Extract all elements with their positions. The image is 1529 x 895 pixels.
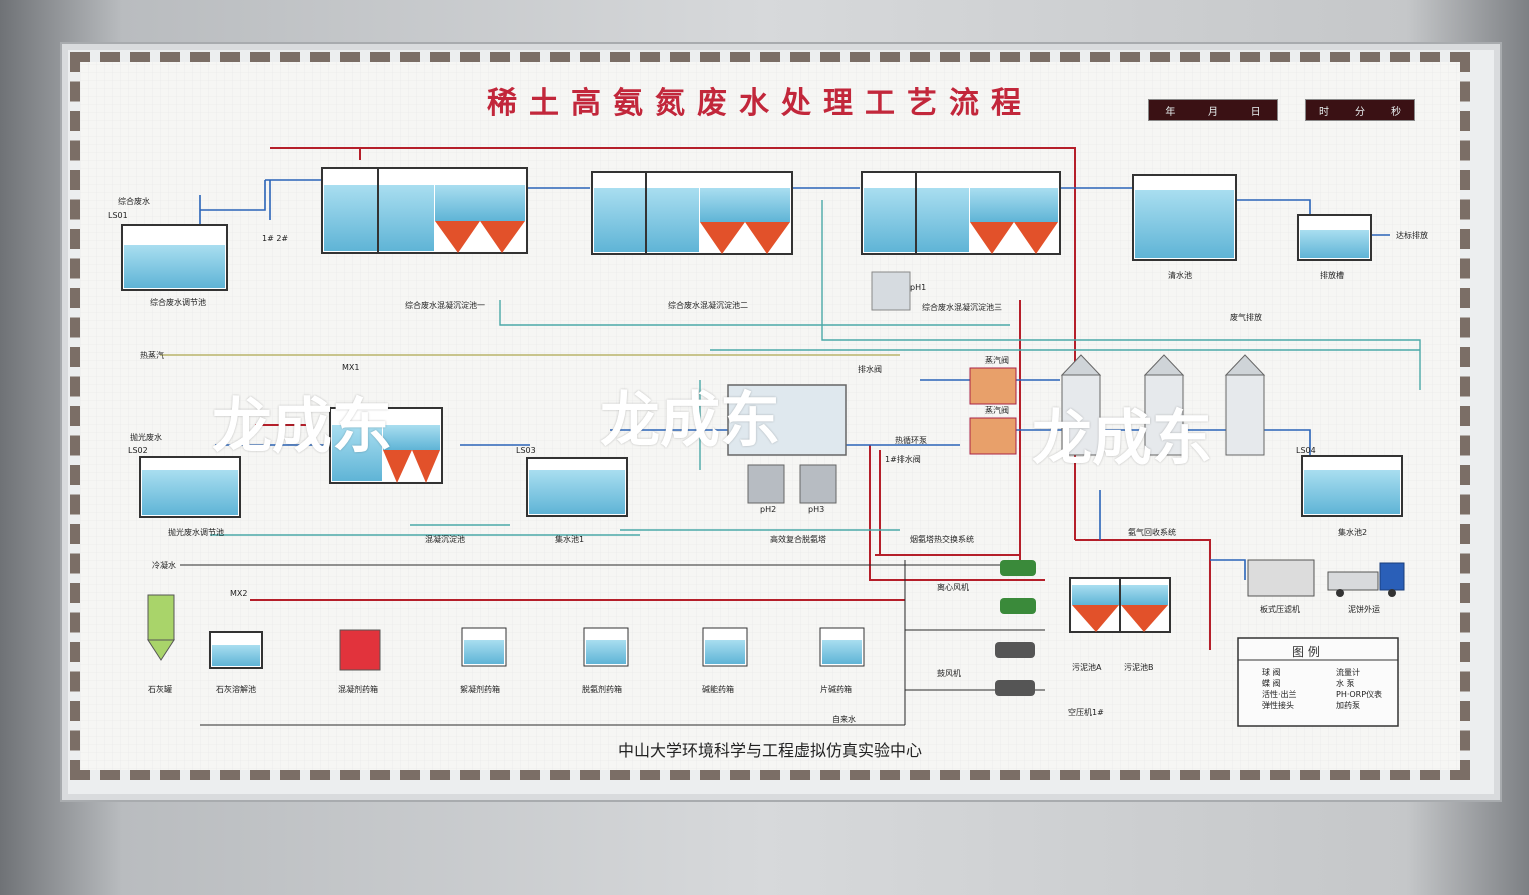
legend-item: 球 阀 [1262, 667, 1281, 677]
label-t13: 烟氨塔热交换系统 [910, 534, 974, 544]
label-t24: 片碱药箱 [820, 684, 852, 694]
label-t20: 混凝剂药箱 [338, 684, 378, 694]
input-in2: 抛光废水 [130, 432, 162, 442]
valve-v3: 蒸汽阀 [985, 405, 1009, 415]
label-t10: 高效复合脱氨塔 [770, 534, 826, 544]
ph2-label: pH2 [760, 505, 776, 514]
line-steam: 热蒸汽 [140, 350, 164, 360]
fan2-label: 鼓风机 [937, 668, 961, 678]
label-t14: 污泥池A [1072, 662, 1102, 672]
input-ls3: LS03 [516, 446, 536, 455]
fan1-label: 离心风机 [937, 582, 969, 592]
valve-v5: 1#排水阀 [885, 454, 921, 464]
label-t12: 氨气回收系统 [1128, 527, 1176, 537]
label-t6: 排放槽 [1320, 270, 1344, 280]
label-t3: 综合废水混凝沉淀池二 [668, 300, 748, 310]
label-t9: 集水池1 [555, 534, 584, 544]
input-ls1: LS01 [108, 211, 128, 220]
legend-item: 活性·出兰 [1262, 689, 1297, 699]
line-cond: 冷凝水 [152, 560, 176, 570]
label-t8: 混凝沉淀池 [425, 534, 465, 544]
valve-v1: 排水阀 [858, 364, 882, 374]
legend-item: 弹性接头 [1262, 700, 1294, 710]
label-t1: 综合废水调节池 [150, 297, 206, 307]
comp-label: 空压机1# [1068, 707, 1104, 717]
input-ls2: LS02 [128, 446, 148, 455]
legend-title: 图 例 [1292, 645, 1320, 659]
valve-v4: 热循环泵 [895, 435, 927, 445]
ph1-label: pH1 [910, 283, 926, 292]
ph3-label: pH3 [808, 505, 824, 514]
valve-v2: 蒸汽阀 [985, 355, 1009, 365]
legend-item: 加药泵 [1336, 700, 1360, 710]
legend-item: 水 泵 [1336, 678, 1355, 688]
label-t5: 清水池 [1168, 270, 1192, 280]
label-t17: 泥饼外运 [1348, 604, 1380, 614]
input-ls4: LS04 [1296, 446, 1316, 455]
label-t16: 板式压滤机 [1260, 604, 1300, 614]
legend-item: PH·ORP仪表 [1336, 689, 1382, 699]
label-t11: 集水池2 [1338, 527, 1367, 537]
line-gas: 废气排放 [1230, 312, 1262, 322]
line-tap: 自来水 [832, 714, 856, 724]
mx1-label: MX1 [342, 363, 359, 372]
watermark: 龙成东 [1032, 390, 1212, 477]
label-t22: 脱氨剂药箱 [582, 684, 622, 694]
legend-item: 蝶 阀 [1262, 678, 1281, 688]
pump-label: 1# 2# [262, 234, 288, 243]
label-t15: 污泥池B [1124, 662, 1154, 672]
watermark: 龙成东 [212, 378, 392, 465]
watermark: 龙成东 [600, 372, 780, 459]
label-t21: 絮凝剂药箱 [460, 684, 500, 694]
mx2-label: MX2 [230, 589, 247, 598]
label-t2: 综合废水混凝沉淀池一 [405, 300, 485, 310]
label-t18: 石灰罐 [148, 684, 172, 694]
footer-caption: 中山大学环境科学与工程虚拟仿真实验中心 [520, 737, 1020, 761]
legend-item: 流量计 [1336, 667, 1360, 677]
input-in1: 综合废水 [118, 196, 150, 206]
label-t7: 抛光废水调节池 [168, 527, 224, 537]
label-t19: 石灰溶解池 [216, 684, 256, 694]
label-t23: 碱能药箱 [702, 684, 734, 694]
line-outflow: 达标排放 [1396, 230, 1428, 240]
label-t4: 综合废水混凝沉淀池三 [922, 302, 1002, 312]
